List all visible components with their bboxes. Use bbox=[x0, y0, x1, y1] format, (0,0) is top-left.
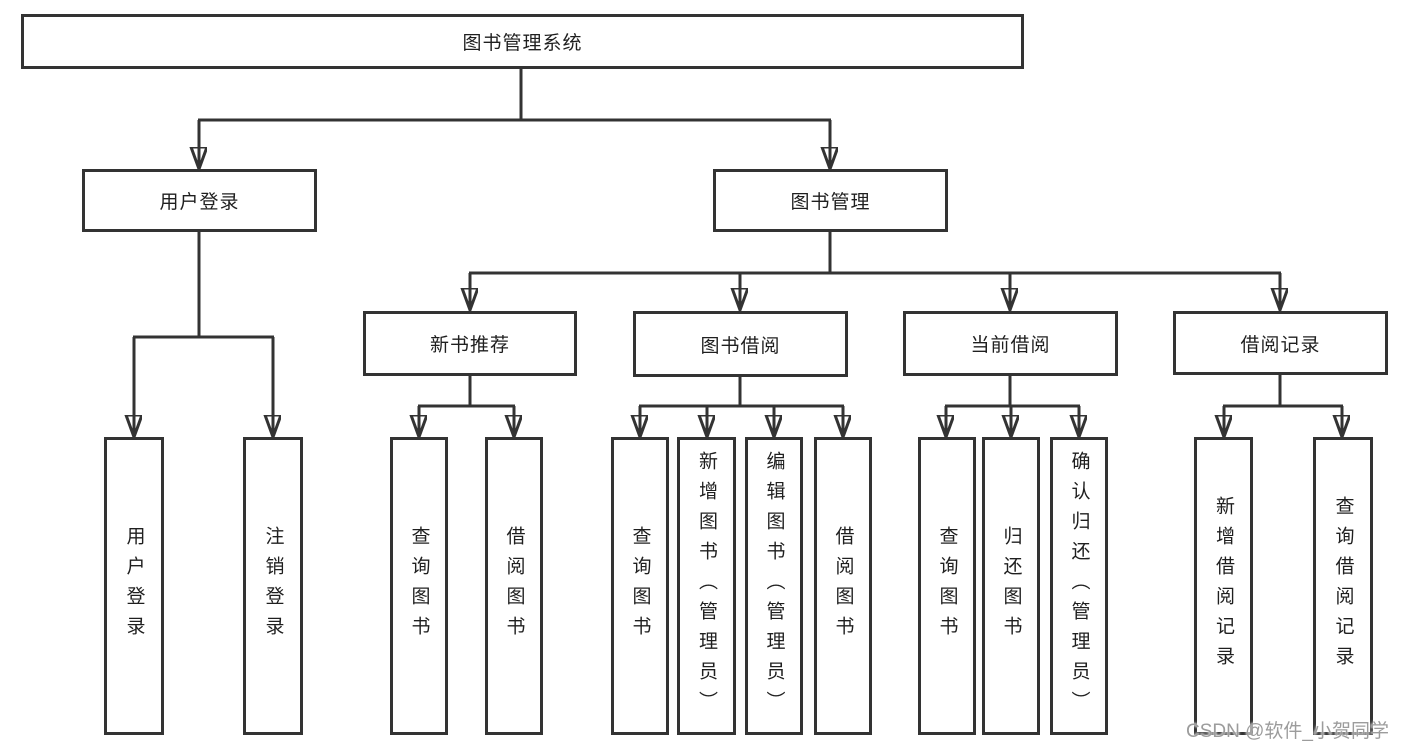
leaf-current-confirm: 确认归还（管理员） bbox=[1050, 437, 1108, 735]
node-new-book-recommend: 新书推荐 bbox=[363, 311, 577, 376]
leaf-borrow-add: 新增图书（管理员） bbox=[677, 437, 736, 735]
leaf-current-confirm-label: 确认归还（管理员） bbox=[1068, 451, 1090, 721]
node-book-borrow-label: 图书借阅 bbox=[700, 335, 781, 357]
leaf-current-query: 查询图书 bbox=[918, 437, 976, 735]
leaf-logout-label: 注销登录 bbox=[262, 526, 284, 646]
node-root: 图书管理系统 bbox=[21, 14, 1024, 69]
node-borrow-record-label: 借阅记录 bbox=[1240, 334, 1321, 356]
node-book-management: 图书管理 bbox=[713, 169, 948, 232]
node-book-management-label: 图书管理 bbox=[790, 192, 871, 213]
leaf-record-add: 新增借阅记录 bbox=[1194, 437, 1253, 735]
connector-current-borrow-leaves bbox=[945, 376, 1080, 408]
leaf-current-return-label: 归还图书 bbox=[1000, 526, 1022, 646]
leaf-current-return: 归还图书 bbox=[982, 437, 1040, 735]
leaf-borrow-query: 查询图书 bbox=[611, 437, 669, 735]
leaf-user-login: 用户登录 bbox=[104, 437, 164, 735]
node-root-label: 图书管理系统 bbox=[462, 33, 583, 54]
leaf-user-login-label: 用户登录 bbox=[123, 526, 145, 646]
node-user-login-group: 用户登录 bbox=[82, 169, 317, 232]
node-new-book-recommend-label: 新书推荐 bbox=[429, 335, 510, 356]
leaf-logout: 注销登录 bbox=[243, 437, 303, 735]
leaf-record-add-label: 新增借阅记录 bbox=[1213, 496, 1234, 676]
leaf-borrow-query-label: 查询图书 bbox=[629, 526, 651, 646]
leaf-borrow-edit-label: 编辑图书（管理员） bbox=[763, 451, 785, 721]
node-current-borrow: 当前借阅 bbox=[903, 311, 1118, 376]
leaf-newbook-borrow-label: 借阅图书 bbox=[503, 526, 525, 646]
connector-management-level3 bbox=[469, 232, 1281, 275]
leaf-current-query-label: 查询图书 bbox=[936, 526, 958, 646]
node-borrow-record: 借阅记录 bbox=[1173, 311, 1388, 375]
leaf-borrow-borrow-label: 借阅图书 bbox=[832, 526, 854, 646]
leaf-borrow-add-label: 新增图书（管理员） bbox=[696, 451, 717, 721]
leaf-borrow-borrow: 借阅图书 bbox=[814, 437, 872, 735]
leaf-newbook-query-label: 查询图书 bbox=[408, 526, 430, 646]
leaf-record-query-label: 查询借阅记录 bbox=[1332, 496, 1354, 676]
leaf-newbook-query: 查询图书 bbox=[390, 437, 448, 735]
connector-user-login-leaves bbox=[133, 232, 274, 339]
csdn-watermark: CSDN @软件_小贺同学 bbox=[1186, 721, 1389, 742]
node-current-borrow-label: 当前借阅 bbox=[970, 335, 1051, 356]
connector-new-book-leaves bbox=[418, 376, 515, 408]
connector-borrow-record-leaves bbox=[1223, 375, 1343, 408]
leaf-record-query: 查询借阅记录 bbox=[1313, 437, 1373, 735]
leaf-borrow-edit: 编辑图书（管理员） bbox=[745, 437, 803, 735]
node-book-borrow: 图书借阅 bbox=[633, 311, 848, 377]
connector-root-level2 bbox=[198, 69, 831, 122]
connector-book-borrow-leaves bbox=[639, 377, 844, 408]
node-user-login-group-label: 用户登录 bbox=[159, 192, 240, 213]
leaf-newbook-borrow: 借阅图书 bbox=[485, 437, 543, 735]
